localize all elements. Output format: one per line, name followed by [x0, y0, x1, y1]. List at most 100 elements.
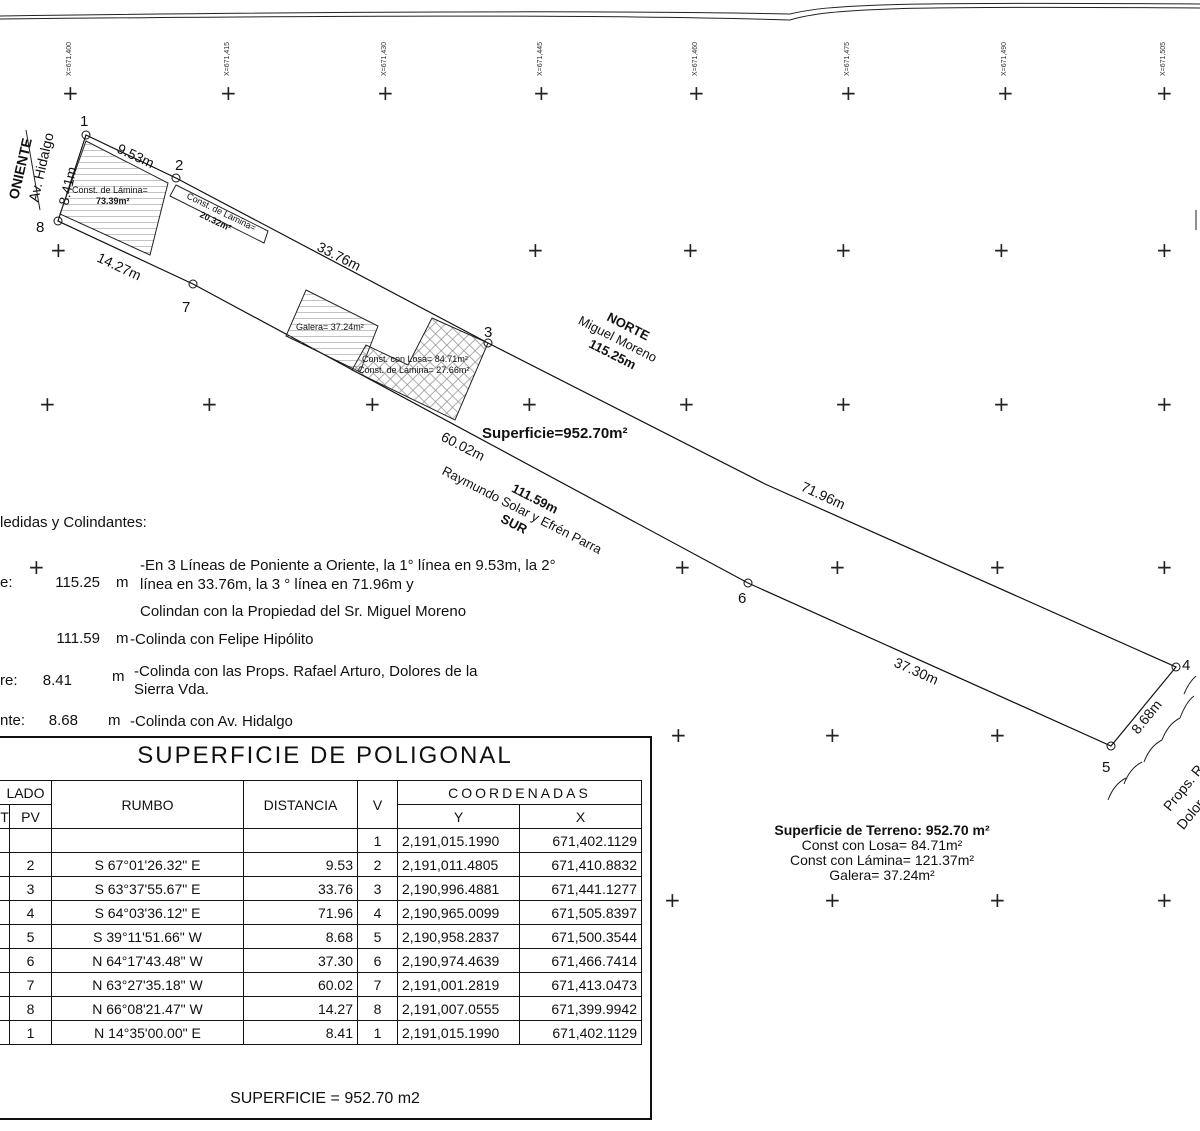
grid-coordinate-label: X=671,460 [692, 42, 699, 76]
table-cell-v: 8 [357, 996, 398, 1021]
grid-cross: + [1156, 392, 1173, 416]
table-cell-est [0, 852, 10, 877]
vertex-label-7: 7 [182, 299, 190, 316]
table-cell-est [0, 924, 10, 949]
header-coordenadas: COORDENADAS [397, 780, 642, 805]
grid-cross: + [993, 392, 1010, 416]
table-cell-v: 1 [357, 828, 398, 853]
table-cell-y: 2,191,015.1990 [397, 828, 520, 853]
table-cell-v: 2 [357, 852, 398, 877]
table-cell-est [0, 900, 10, 925]
grid-cross: + [521, 392, 538, 416]
table-cell-pv: 3 [9, 876, 52, 901]
grid-coordinate-label: X=671,445 [537, 42, 544, 76]
edge-length-2-3: 33.76m [315, 238, 364, 273]
table-cell-dist: 33.76 [243, 876, 358, 901]
survey-total: SUPERFICIE = 952.70 m2 [230, 1090, 420, 1107]
table-cell-x: 671,410.8832 [519, 852, 642, 877]
summary-line-2: Const con Losa= 84.71m² [801, 837, 963, 853]
table-cell-rumbo: N 63°27'35.18" W [51, 972, 244, 997]
table-cell-v: 6 [357, 948, 398, 973]
measure-row-value: 8.68 [48, 712, 78, 729]
vertex-label-2: 2 [175, 157, 183, 174]
measure-row-unit: m [108, 712, 121, 729]
table-cell-y: 2,191,007.0555 [397, 996, 520, 1021]
measure-row-label: e: [0, 574, 13, 591]
grid-cross: + [993, 238, 1010, 262]
table-cell-x: 671,399.9942 [519, 996, 642, 1021]
table-cell-rumbo: N 66°08'21.47" W [51, 996, 244, 1021]
grid-coordinate-label: X=671,400 [66, 42, 73, 76]
surface-summary: Superficie de Terreno: 952.70 m² Const c… [752, 823, 1012, 883]
grid-coordinate-labels: X=671,400 X=671,415 X=671,430 X=671,445 X=67… [66, 42, 1167, 76]
grid-cross: + [682, 238, 699, 262]
table-cell-x: 671,413.0473 [519, 972, 642, 997]
grid-cross: + [1156, 238, 1173, 262]
grid-coordinate-label: X=671,430 [381, 42, 388, 76]
table-cell-x: 671,466.7414 [519, 948, 642, 973]
grid-cross: + [50, 238, 67, 262]
measures-heading: ledidas y Colindantes: [0, 514, 147, 531]
table-cell-y: 2,190,965.0099 [397, 900, 520, 925]
table-cell-v: 5 [357, 924, 398, 949]
vertex-markers [53, 130, 1181, 751]
table-cell-dist: 37.30 [243, 948, 358, 973]
table-cell-dist: 14.27 [243, 996, 358, 1021]
table-cell-dist: 9.53 [243, 852, 358, 877]
lamina-3-label: Const. de Lámina= 27.66m² [358, 365, 469, 375]
table-cell-pv: 8 [9, 996, 52, 1021]
table-cell-est [0, 828, 10, 853]
table-cell-y: 2,191,015.1990 [397, 1020, 520, 1045]
table-cell-pv: 5 [9, 924, 52, 949]
grid-cross: + [220, 81, 237, 105]
table-cell-y: 2,190,958.2837 [397, 924, 520, 949]
measure-row-value: 115.25 [55, 574, 100, 591]
table-cell-pv: 6 [9, 948, 52, 973]
measure-row-desc: -Colinda con Av. Hidalgo [130, 713, 293, 730]
header-distancia: DISTANCIA [243, 780, 358, 829]
grid-cross: + [989, 888, 1006, 912]
grid-cross: + [688, 81, 705, 105]
grid-cross: + [829, 555, 846, 579]
table-cell-y: 2,190,974.4639 [397, 948, 520, 973]
building-1-label-line2: 73.39m² [96, 196, 130, 206]
table-cell-y: 2,190,996.4881 [397, 876, 520, 901]
table-cell-est [0, 948, 10, 973]
measure-row-unit: m [116, 574, 129, 591]
header-pv: PV [9, 804, 52, 829]
grid-cross: + [997, 81, 1014, 105]
table-cell-x: 671,441.1277 [519, 876, 642, 901]
road-edge-lines [0, 2, 1200, 21]
grid-coordinate-label: X=671,415 [224, 42, 231, 76]
table-cell-x: 671,500.3544 [519, 924, 642, 949]
table-cell-v: 4 [357, 900, 398, 925]
east-hatch-arrows [1107, 675, 1197, 801]
table-cell-dist: 8.68 [243, 924, 358, 949]
summary-line-1: Superficie de Terreno: 952.70 m² [774, 822, 990, 838]
table-cell-dist: 8.41 [243, 1020, 358, 1045]
table-cell-pv: 4 [9, 900, 52, 925]
grid-cross: + [840, 81, 857, 105]
header-lado: LADO [0, 780, 52, 805]
grid-cross: + [824, 888, 841, 912]
summary-line-3: Const con Lámina= 121.37m² [789, 852, 975, 868]
grid-cross: + [670, 723, 687, 747]
grid-cross: + [989, 555, 1006, 579]
building-losa [351, 317, 489, 421]
measure-row-label: re: [0, 672, 18, 689]
grid-coordinate-label: X=671,475 [844, 42, 851, 76]
edge-length-3-4: 71.96m [799, 478, 848, 512]
header-est: T [0, 804, 10, 829]
table-cell-pv: 2 [9, 852, 52, 877]
edge-length-4-5: 8.68m [1128, 697, 1165, 737]
measure-row-value: 111.59 [56, 630, 100, 647]
table-cell-x: 671,505.8397 [519, 900, 642, 925]
west-reference-line [25, 129, 41, 211]
east-boundary-labels: Props. Raf Dolores [1160, 752, 1200, 832]
header-v: V [357, 780, 398, 829]
survey-title: SUPERFICIE DE POLIGONAL [137, 742, 513, 769]
